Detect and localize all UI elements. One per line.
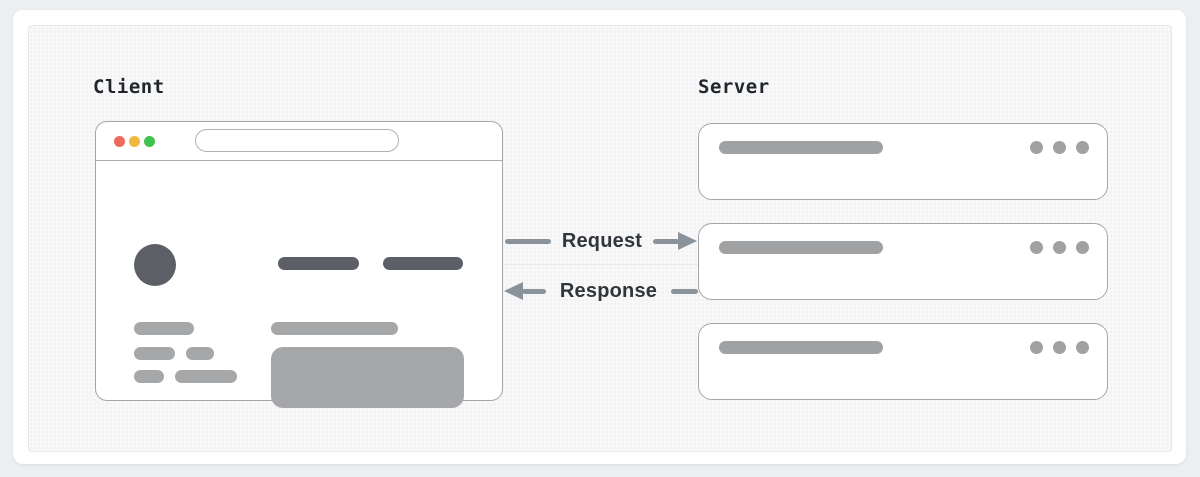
client-browser-window <box>95 121 503 408</box>
skeleton-bar-dark <box>383 257 463 270</box>
skeleton-bar-light <box>134 322 194 335</box>
server-label: Server <box>698 76 770 98</box>
skeleton-bar <box>719 141 883 154</box>
avatar-placeholder <box>134 244 176 286</box>
server-node <box>698 323 1108 400</box>
client-label: Client <box>93 76 165 98</box>
server-node <box>698 223 1108 300</box>
traffic-light-close-icon <box>114 135 125 147</box>
response-line <box>671 288 698 294</box>
skeleton-bar-light <box>271 322 398 335</box>
skeleton-bar <box>719 341 883 354</box>
skeleton-bar-light <box>186 347 214 360</box>
arrow-left-icon <box>504 282 546 300</box>
request-flow: Request <box>505 228 697 254</box>
flow-divider-line <box>503 264 698 265</box>
response-flow: Response <box>504 278 698 304</box>
skeleton-bar-light <box>134 370 164 383</box>
skeleton-bar-light <box>134 347 175 360</box>
browser-url-bar <box>195 129 399 152</box>
traffic-lights <box>114 135 155 147</box>
browser-content <box>96 161 502 408</box>
request-line <box>505 238 551 244</box>
browser-titlebar <box>96 122 502 161</box>
ellipsis-icon <box>1030 241 1089 254</box>
ellipsis-icon <box>1030 141 1089 154</box>
skeleton-bar <box>719 241 883 254</box>
arrow-right-icon <box>653 232 697 250</box>
traffic-light-minimize-icon <box>129 135 140 147</box>
request-label: Request <box>561 230 643 252</box>
skeleton-bar-dark <box>278 257 359 270</box>
skeleton-block <box>271 347 464 408</box>
skeleton-bar-light <box>175 370 237 383</box>
server-node <box>698 123 1108 200</box>
ellipsis-icon <box>1030 341 1089 354</box>
response-label: Response <box>559 280 658 302</box>
traffic-light-zoom-icon <box>144 135 155 147</box>
